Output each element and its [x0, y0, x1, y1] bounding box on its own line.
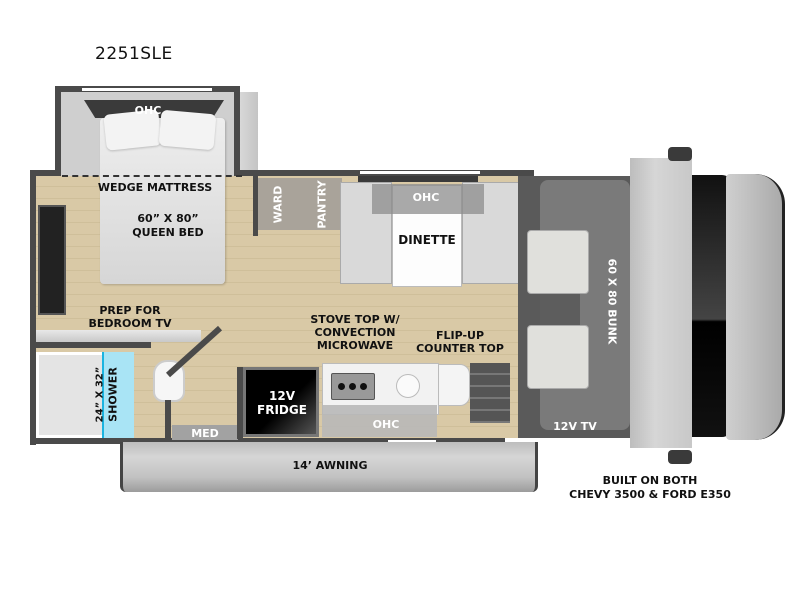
- label-wedge-mattress: WEDGE MATTRESS: [97, 181, 213, 194]
- shower-glass: [102, 352, 134, 438]
- label-shower: SHOWER: [106, 367, 120, 422]
- burner-icon: [349, 383, 356, 390]
- label-shower-size: 24” X 32”: [94, 366, 106, 423]
- label-fridge-2: FRIDGE: [257, 403, 307, 417]
- entry-steps: [470, 363, 510, 423]
- label-ohc-kitchen: OHC: [372, 418, 400, 431]
- pillow-right: [158, 109, 217, 151]
- slideout-window: [82, 88, 212, 91]
- flip-up-counter: [438, 364, 470, 406]
- window-bottom: [388, 440, 436, 443]
- wall-bottom: [30, 438, 505, 444]
- windshield: [692, 175, 732, 437]
- bathroom-wall: [36, 342, 151, 348]
- bath-partition: [165, 400, 171, 440]
- label-12v-tv: 12V TV: [553, 420, 597, 433]
- pantry: [302, 178, 342, 230]
- cab-seat-passenger: [527, 230, 589, 294]
- label-stove-3: MICROWAVE: [316, 339, 394, 352]
- label-fridge-1: 12V: [269, 389, 295, 403]
- fridge: [243, 367, 319, 437]
- fridge-wall: [237, 367, 243, 439]
- label-ohc-bedroom: OHC: [134, 104, 162, 117]
- slideout-divider: [62, 175, 242, 177]
- slideout-side: [240, 92, 258, 176]
- medicine-cabinet: [172, 425, 238, 440]
- burner-icon: [360, 383, 367, 390]
- wardrobe: [258, 178, 302, 230]
- label-med: MED: [191, 427, 219, 440]
- label-stove-1: STOVE TOP W/: [310, 313, 400, 326]
- cab-body: [630, 158, 692, 448]
- label-chassis-1: BUILT ON BOTH: [602, 474, 698, 487]
- stove-top: [331, 373, 375, 400]
- dinette-overhead-cabinet: [372, 184, 484, 214]
- label-flip-up-1: FLIP-UP: [435, 329, 485, 342]
- window-top: [360, 171, 480, 174]
- label-prep-tv-1: PREP FOR: [99, 304, 161, 317]
- dinette-ohc-edge: [358, 176, 478, 182]
- label-queen-bed-size: 60” X 80”: [137, 212, 199, 225]
- ward-wall: [253, 176, 258, 236]
- label-pantry: PANTRY: [315, 180, 329, 229]
- hood: [726, 174, 785, 440]
- mirror-bottom: [668, 450, 692, 464]
- label-prep-tv-2: BEDROOM TV: [88, 317, 172, 330]
- label-dinette: DINETTE: [398, 233, 456, 247]
- cab-seat-driver: [527, 325, 589, 389]
- label-awning: 14’ AWNING: [292, 459, 368, 472]
- wall-left: [30, 170, 36, 445]
- label-ohc-dinette: OHC: [412, 191, 440, 204]
- model-title: 2251SLE: [95, 44, 173, 64]
- bedroom-tv: [38, 205, 66, 315]
- label-flip-up-2: COUNTER TOP: [416, 342, 504, 355]
- wall-top-left: [30, 170, 61, 176]
- bathroom-divider: [36, 330, 201, 342]
- mirror-top: [668, 147, 692, 161]
- burner-icon: [338, 383, 345, 390]
- label-chassis-2: CHEVY 3500 & FORD E350: [569, 488, 731, 501]
- galley-sink: [396, 374, 420, 398]
- label-queen-bed: QUEEN BED: [132, 226, 204, 239]
- awning: [120, 442, 538, 492]
- label-ward: WARD: [271, 185, 285, 224]
- galley-overhead-cabinet: [322, 405, 437, 437]
- label-stove-2: CONVECTION: [314, 326, 396, 339]
- label-bunk: 60 X 80 BUNK: [605, 258, 619, 345]
